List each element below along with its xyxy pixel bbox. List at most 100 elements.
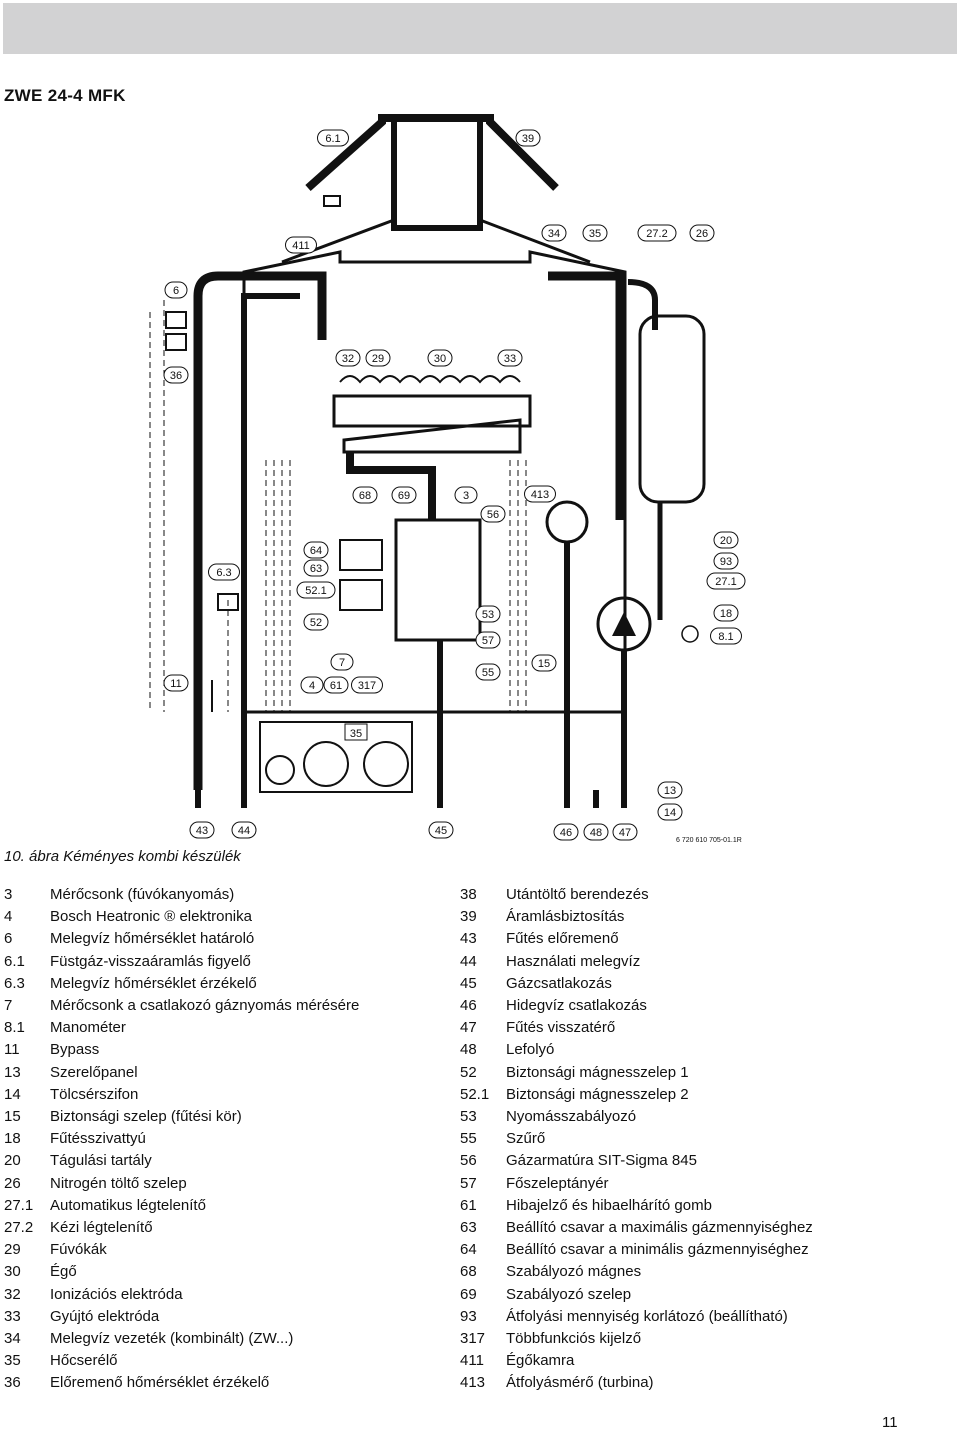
svg-text:36: 36 bbox=[170, 370, 182, 382]
legend-text: Főszeleptányér bbox=[506, 1174, 609, 1192]
legend-number: 27.2 bbox=[4, 1219, 34, 1237]
legend-text: Füstgáz-visszaáramlás figyelő bbox=[50, 952, 251, 970]
legend-item: 43 Fűtés előremenő bbox=[460, 928, 813, 950]
svg-text:47: 47 bbox=[619, 827, 631, 839]
legend-number: 43 bbox=[460, 930, 477, 948]
svg-text:61: 61 bbox=[330, 680, 342, 692]
legend-number: 53 bbox=[460, 1108, 477, 1126]
svg-text:34: 34 bbox=[548, 228, 560, 240]
callout-68: 68 bbox=[352, 486, 378, 504]
svg-text:52.1: 52.1 bbox=[305, 585, 326, 597]
callout-317: 317 bbox=[351, 676, 383, 694]
legend-text: Ionizációs elektróda bbox=[50, 1285, 183, 1303]
pump-arrow bbox=[612, 612, 636, 636]
callout-33: 33 bbox=[497, 349, 523, 367]
legend-text: Fűtés előremenő bbox=[506, 930, 619, 948]
svg-text:44: 44 bbox=[238, 825, 250, 837]
callout-6-3: 6.3 bbox=[208, 563, 240, 581]
expansion-tank bbox=[638, 314, 706, 504]
legend-item: 53 Nyomásszabályozó bbox=[460, 1106, 813, 1128]
legend-number: 64 bbox=[460, 1241, 477, 1259]
flow-pipe-left bbox=[193, 271, 327, 790]
svg-text:93: 93 bbox=[720, 556, 732, 568]
legend-number: 27.1 bbox=[4, 1196, 34, 1214]
boiler-casing bbox=[242, 250, 627, 714]
legend-text: Kézi légtelenítő bbox=[50, 1219, 153, 1237]
legend-text: Melegvíz hőmérséklet határoló bbox=[50, 930, 255, 948]
legend-text: Fúvókák bbox=[50, 1241, 107, 1259]
svg-text:6.1: 6.1 bbox=[325, 133, 340, 145]
legend-number: 33 bbox=[4, 1307, 21, 1325]
svg-text:33: 33 bbox=[504, 353, 516, 365]
flue-hood bbox=[305, 114, 559, 191]
svg-text:43: 43 bbox=[196, 825, 208, 837]
legend-text: Áramlásbiztosítás bbox=[506, 908, 625, 926]
svg-text:8.1: 8.1 bbox=[718, 631, 733, 643]
svg-text:29: 29 bbox=[372, 353, 384, 365]
header-bar bbox=[3, 3, 957, 54]
legend-number: 3 bbox=[4, 886, 13, 903]
callout-6-1: 6.1 bbox=[317, 129, 349, 147]
legend-number: 56 bbox=[460, 1152, 477, 1170]
svg-text:413: 413 bbox=[531, 489, 549, 501]
svg-text:48: 48 bbox=[590, 827, 602, 839]
legend-text: Tölcsérszifon bbox=[50, 1085, 139, 1103]
callout-27-2: 27.2 bbox=[637, 224, 677, 242]
legend-text: Többfunkciós kijelző bbox=[506, 1330, 642, 1348]
flue-pipe bbox=[391, 115, 483, 231]
svg-text:69: 69 bbox=[398, 490, 410, 502]
legend-text: Biztonsági mágnesszelep 2 bbox=[506, 1085, 689, 1103]
legend-number: 45 bbox=[460, 974, 477, 992]
page-title: ZWE 24-4 MFK bbox=[4, 86, 126, 105]
legend-number: 47 bbox=[460, 1019, 477, 1037]
legend-number: 6.1 bbox=[4, 952, 25, 970]
legend-number: 26 bbox=[4, 1174, 21, 1192]
legend-text: Utántöltő berendezés bbox=[506, 886, 649, 903]
callout-47: 47 bbox=[612, 823, 638, 841]
turbine-meter bbox=[545, 500, 589, 544]
callout-20: 20 bbox=[713, 531, 739, 549]
flow-pipe-inner bbox=[241, 293, 300, 790]
legend-text: Gázarmatúra SIT-Sigma 845 bbox=[506, 1152, 697, 1170]
legend-number: 8.1 bbox=[4, 1019, 25, 1037]
svg-text:52: 52 bbox=[310, 617, 322, 629]
legend-text: Bypass bbox=[50, 1041, 100, 1059]
control-knob-1 bbox=[265, 755, 295, 785]
callout-7: 7 bbox=[330, 653, 354, 671]
svg-text:30: 30 bbox=[434, 353, 446, 365]
legend-text: Nyomásszabályozó bbox=[506, 1108, 637, 1126]
callout-32: 32 bbox=[335, 349, 361, 367]
legend-text: Égő bbox=[50, 1263, 77, 1281]
legend-text: Melegvíz vezeték (kombinált) (ZW...) bbox=[50, 1330, 294, 1348]
callout-8-1: 8.1 bbox=[710, 627, 742, 645]
svg-text:26: 26 bbox=[696, 228, 708, 240]
callout-411: 411 bbox=[285, 236, 317, 254]
legend-number: 29 bbox=[4, 1241, 21, 1259]
legend-number: 4 bbox=[4, 908, 13, 926]
legend-text: Átfolyási mennyiség korlátozó (beállítha… bbox=[506, 1307, 788, 1325]
svg-text:6: 6 bbox=[173, 285, 179, 297]
legend-number: 52.1 bbox=[460, 1085, 490, 1103]
legend-text: Fűtés visszatérő bbox=[506, 1019, 616, 1037]
callout-61: 61 bbox=[323, 676, 349, 694]
callout-53: 53 bbox=[475, 605, 501, 623]
